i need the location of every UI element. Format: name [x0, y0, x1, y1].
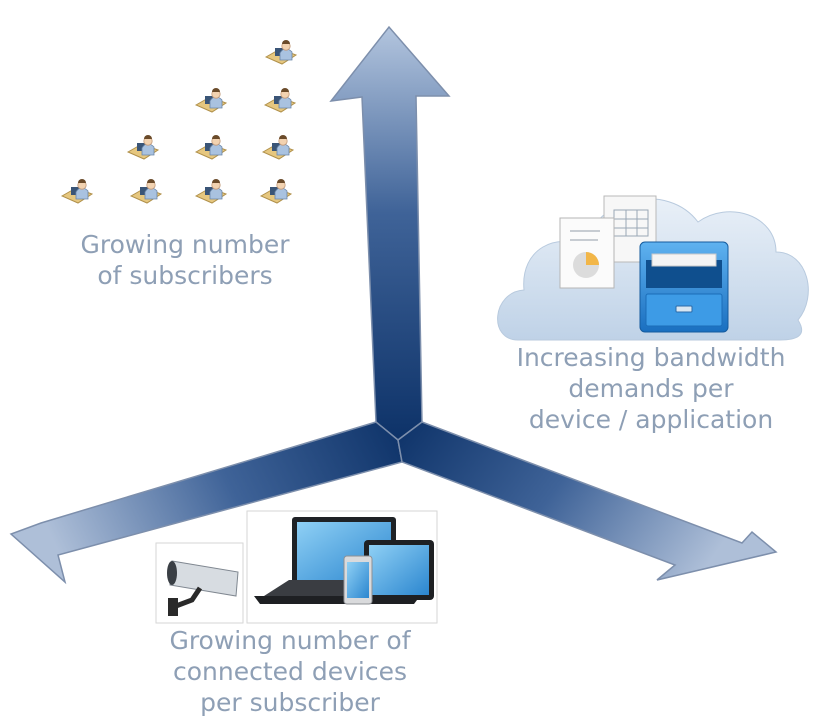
devices-label-line: per subscriber: [200, 688, 380, 717]
devices-label: Growing number of connected devices per …: [130, 625, 450, 718]
cloud-storage-illustration: [497, 195, 809, 341]
bandwidth-label-line: Increasing bandwidth: [516, 343, 786, 372]
arrow-up: [329, 25, 451, 441]
person-icon: [195, 134, 227, 160]
security-camera-icon: [155, 542, 244, 624]
file-cabinet-icon: [639, 241, 729, 333]
subscribers-group: [61, 39, 297, 204]
subscribers-label-line: of subscribers: [97, 261, 273, 290]
devices-illustration: [155, 510, 438, 624]
bandwidth-label: Increasing bandwidth demands per device …: [486, 342, 816, 435]
person-icon: [260, 178, 292, 204]
person-icon: [130, 178, 162, 204]
arrow-right: [397, 421, 778, 581]
devices-label-line: Growing number of: [169, 626, 411, 655]
subscribers-label: Growing number of subscribers: [40, 229, 330, 291]
devices-label-line: connected devices: [173, 657, 407, 686]
document-icon: [559, 217, 615, 289]
person-icon: [262, 134, 294, 160]
person-icon: [127, 134, 159, 160]
bandwidth-label-line: demands per: [568, 374, 734, 403]
laptop-tablet-phone-icon: [246, 510, 438, 624]
bandwidth-label-line: device / application: [528, 405, 774, 434]
person-icon: [264, 87, 296, 113]
person-icon: [61, 178, 93, 204]
person-icon: [265, 39, 297, 65]
person-icon: [195, 87, 227, 113]
subscribers-label-line: Growing number: [80, 230, 290, 259]
person-icon: [195, 178, 227, 204]
